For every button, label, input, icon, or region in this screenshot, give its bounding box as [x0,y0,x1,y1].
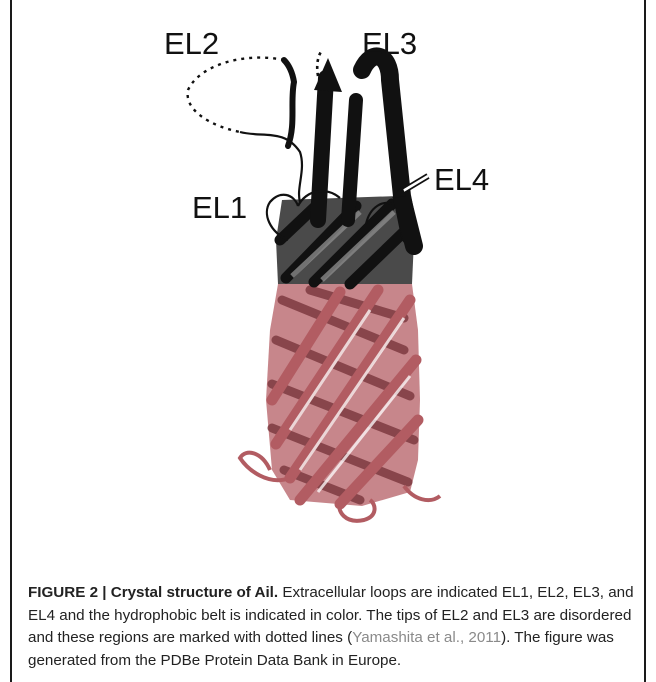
el2-loop [188,58,302,202]
el2-disordered-dotted [188,58,284,132]
caption-title: FIGURE 2 | Crystal structure of Ail. [28,584,278,601]
label-el2: EL2 [164,26,219,61]
label-el1: EL1 [192,190,247,225]
figure-caption: FIGURE 2 | Crystal structure of Ail. Ext… [28,582,638,672]
caption-reference-link[interactable]: Yamashita et al., 2011 [352,629,501,646]
label-el3: EL3 [362,26,417,61]
hydrophobic-belt [240,284,440,521]
label-el4: EL4 [434,162,489,197]
protein-structure-figure: EL2 EL3 EL1 EL4 [0,0,656,560]
